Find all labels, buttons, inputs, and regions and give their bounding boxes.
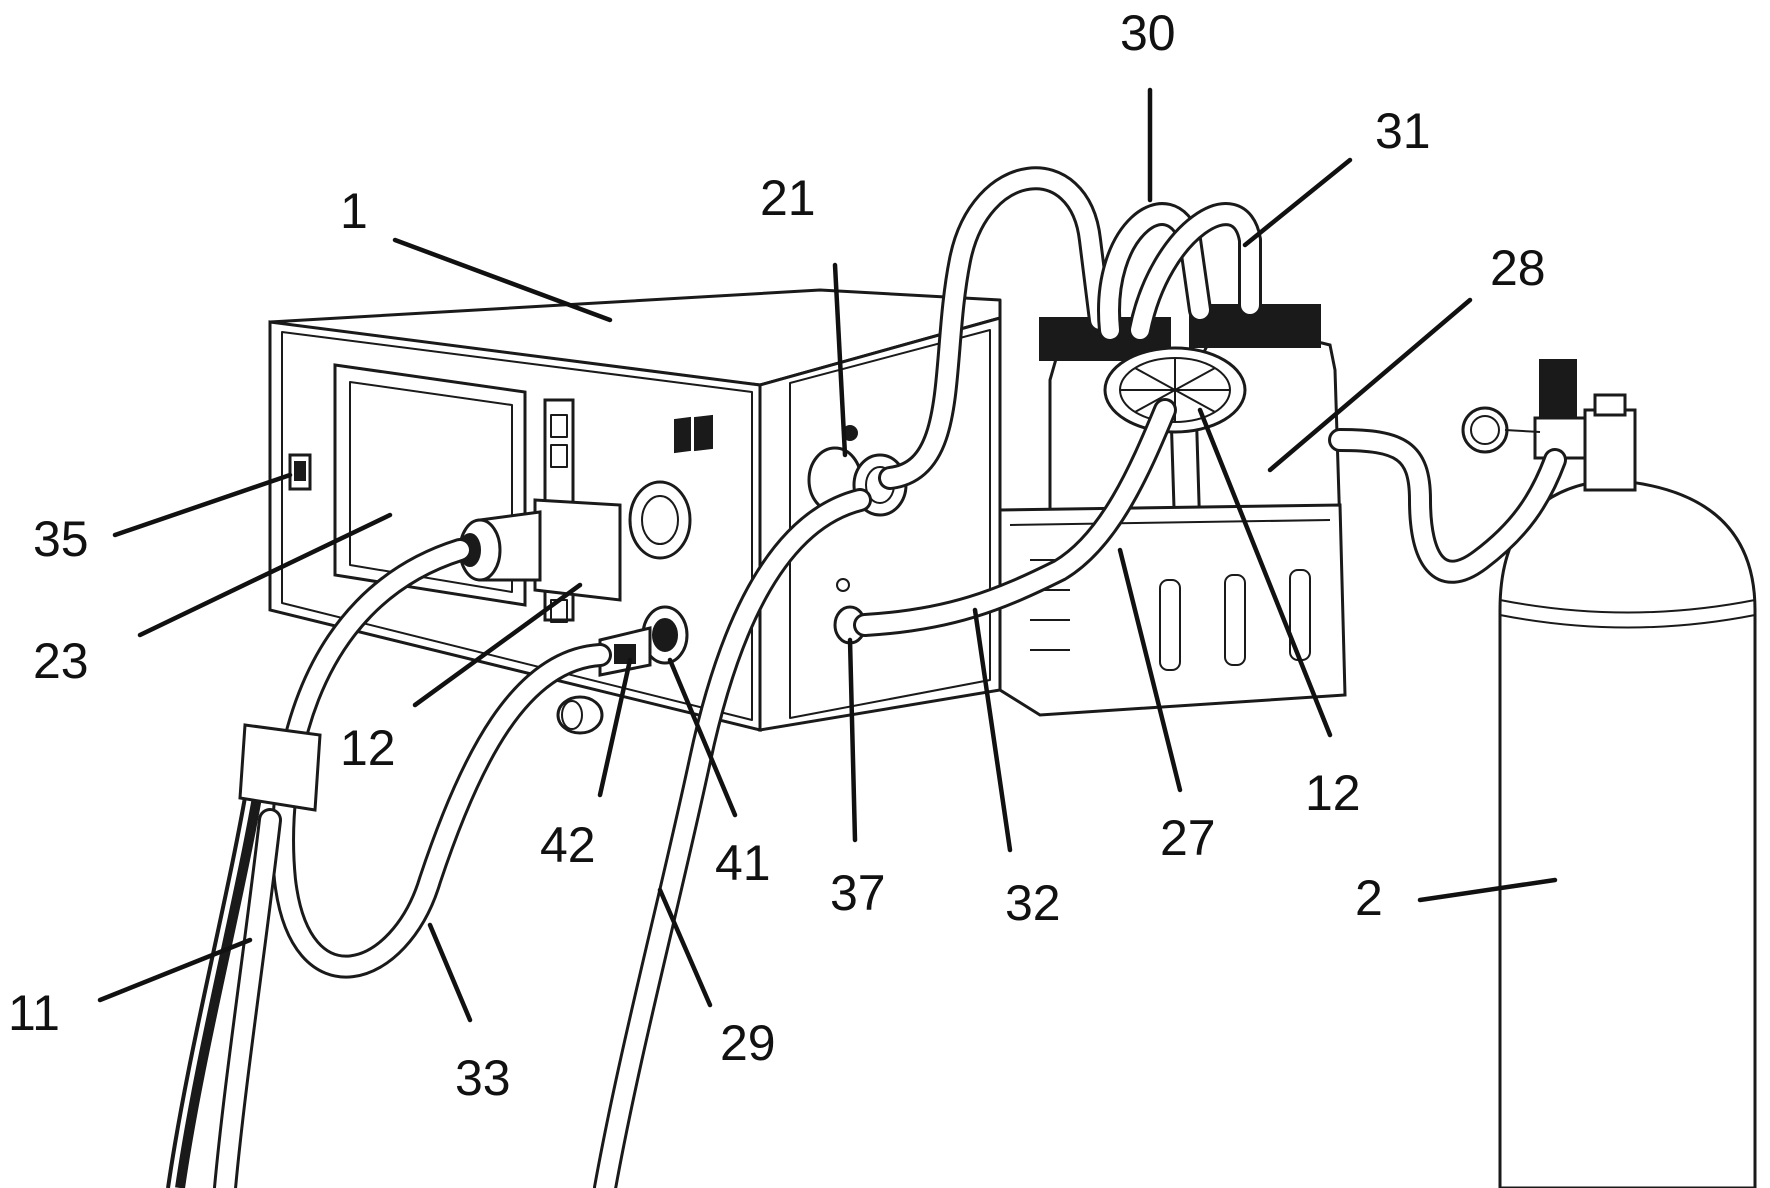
label-28: 28	[1490, 240, 1546, 296]
reference-numerals: 1 35 23 12 21 30 31 28 12 27 32 37 41 42…	[8, 5, 1546, 1106]
cable-11	[166, 779, 265, 1188]
front-lower-port-41	[641, 605, 689, 665]
label-27: 27	[1160, 810, 1216, 866]
connector-42	[598, 626, 652, 677]
label-41: 41	[715, 835, 771, 891]
gas-cylinder	[1498, 393, 1757, 1188]
label-1: 1	[340, 183, 368, 239]
bottle-holder	[998, 503, 1347, 717]
label-12-front: 12	[340, 720, 396, 776]
label-37: 37	[830, 865, 886, 921]
tubing	[213, 166, 1567, 1188]
label-35: 35	[33, 511, 89, 567]
front-plug-connector	[458, 498, 622, 602]
label-23: 23	[33, 633, 89, 689]
label-32: 32	[1005, 875, 1061, 931]
label-42: 42	[540, 817, 596, 873]
label-11: 11	[8, 985, 60, 1041]
label-29: 29	[720, 1015, 776, 1071]
label-12-filter: 12	[1305, 765, 1361, 821]
leader-lines	[97, 87, 1558, 1023]
label-2: 2	[1355, 870, 1383, 926]
label-30: 30	[1120, 5, 1176, 61]
cable-clip	[238, 723, 322, 812]
power-switch	[288, 453, 312, 491]
bottom-knob	[556, 695, 604, 735]
label-31: 31	[1375, 103, 1431, 159]
pressure-regulator	[1461, 359, 1587, 460]
label-21: 21	[760, 170, 816, 226]
label-33: 33	[455, 1050, 511, 1106]
filter-12-upper	[1103, 346, 1247, 434]
logo-mark	[674, 414, 713, 454]
front-upper-port	[628, 480, 692, 560]
